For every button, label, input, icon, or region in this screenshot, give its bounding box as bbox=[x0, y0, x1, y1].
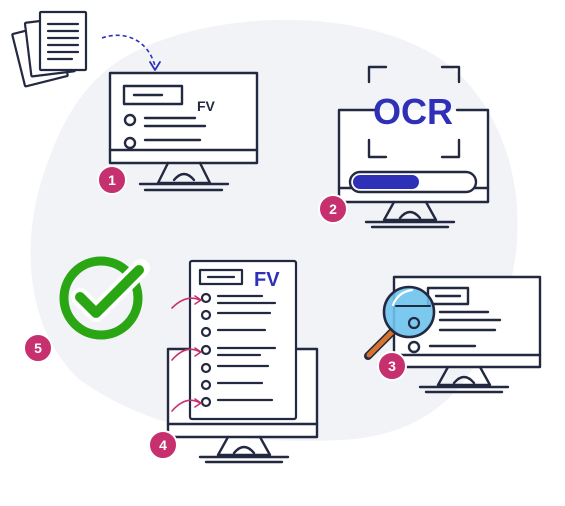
step-5-badge: 5 bbox=[23, 333, 53, 363]
svg-text:5: 5 bbox=[34, 340, 42, 356]
step-4-label: FV bbox=[254, 269, 280, 291]
svg-text:1: 1 bbox=[108, 172, 116, 188]
svg-text:4: 4 bbox=[159, 437, 167, 453]
step-2-badge: 2 bbox=[318, 194, 348, 224]
step-1-badge: 1 bbox=[97, 165, 127, 195]
field-arrows bbox=[171, 295, 202, 412]
invoice-document-icon bbox=[188, 259, 298, 421]
svg-text:3: 3 bbox=[388, 358, 396, 374]
step-3-badge: 3 bbox=[377, 351, 407, 381]
step-1-label: FV bbox=[197, 98, 216, 114]
arrow-head bbox=[149, 61, 161, 71]
magnifier-icon bbox=[364, 285, 436, 360]
svg-text:2: 2 bbox=[329, 201, 337, 217]
desktop-monitor-icon bbox=[108, 71, 259, 192]
step-4-badge: 4 bbox=[148, 430, 178, 460]
paper-stack-icon bbox=[11, 10, 88, 88]
step-2-label: OCR bbox=[373, 91, 453, 132]
ocr-progress-fill bbox=[353, 175, 419, 189]
check-circle-icon bbox=[59, 256, 150, 340]
